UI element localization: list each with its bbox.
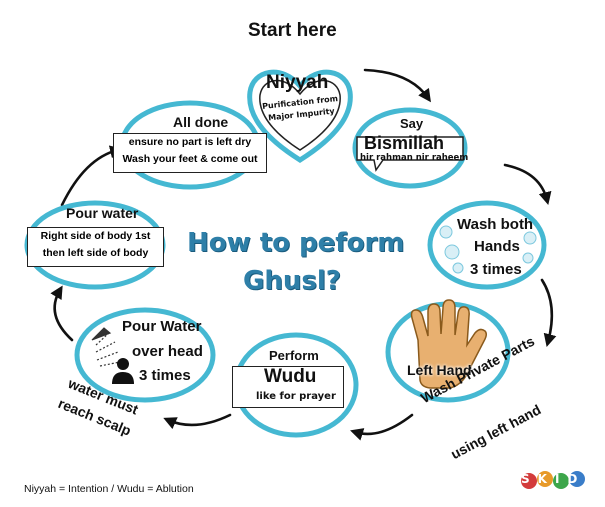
pour-body-line2: then left side of body <box>42 247 149 259</box>
arrow-hands-to-lefthand <box>540 278 557 348</box>
pour-body-box: Right side of body 1st then left side of… <box>27 227 164 267</box>
start-label: Start here <box>248 20 337 41</box>
arrow-wudu-to-pourhead <box>163 413 232 430</box>
speech-bubble-icon <box>356 136 464 172</box>
footnote: Niyyah = Intention / Wudu = Ablution <box>24 483 194 495</box>
wudu-box <box>232 366 344 408</box>
arrow-pourbody-to-alldone <box>60 145 124 207</box>
wudu-perform: Perform <box>269 348 319 363</box>
pour-head-ring <box>74 307 216 403</box>
all-done-box: ensure no part is left dry Wash your fee… <box>113 133 267 173</box>
all-done-line1: ensure no part is left dry <box>128 136 252 148</box>
wudu-sub: like for prayer <box>256 391 336 402</box>
pour-head-line3: 3 times <box>139 367 191 384</box>
hand-icon <box>410 299 488 389</box>
skid-logo-text: SKID <box>521 472 586 486</box>
diagram-title-line2: Ghusl? <box>243 266 341 296</box>
arrow-bismillah-to-hands <box>503 163 552 206</box>
person-icon <box>112 358 134 384</box>
pour-body-title: Pour water <box>66 205 139 221</box>
pour-head-line1: Pour Water <box>122 318 202 335</box>
left-hand-label: Left Hand <box>407 362 472 378</box>
skid-logo <box>521 471 585 489</box>
wash-hands-line1: Wash both <box>457 216 534 233</box>
pour-body-line1: Right side of body 1st <box>40 230 151 242</box>
bismillah-title: Bismillah <box>364 133 445 153</box>
bismillah-say: Say <box>400 116 424 131</box>
bismillah-sub: hir rahman nir raheem <box>360 153 469 163</box>
diagram-title-line1: How to peform <box>187 228 405 258</box>
heart-inner-outline <box>259 79 341 151</box>
arrow-start-to-bismillah <box>363 68 431 103</box>
niyyah-title: Niyyah <box>266 72 329 93</box>
water-drops-icon <box>439 225 537 274</box>
all-done-line2: Wash your feet & come out <box>122 153 258 165</box>
flow-arrows <box>50 68 557 441</box>
wash-hands-line3: 3 times <box>470 261 522 278</box>
arrow-pourhead-to-pourbody <box>50 285 74 342</box>
all-done-title: All done <box>173 114 229 130</box>
wudu-title: Wudu <box>264 366 317 387</box>
arrow-lefthand-to-wudu <box>350 413 414 441</box>
wash-hands-line2: Hands <box>474 238 520 255</box>
pour-head-line2: over head <box>132 343 203 360</box>
shower-icon <box>91 327 121 367</box>
